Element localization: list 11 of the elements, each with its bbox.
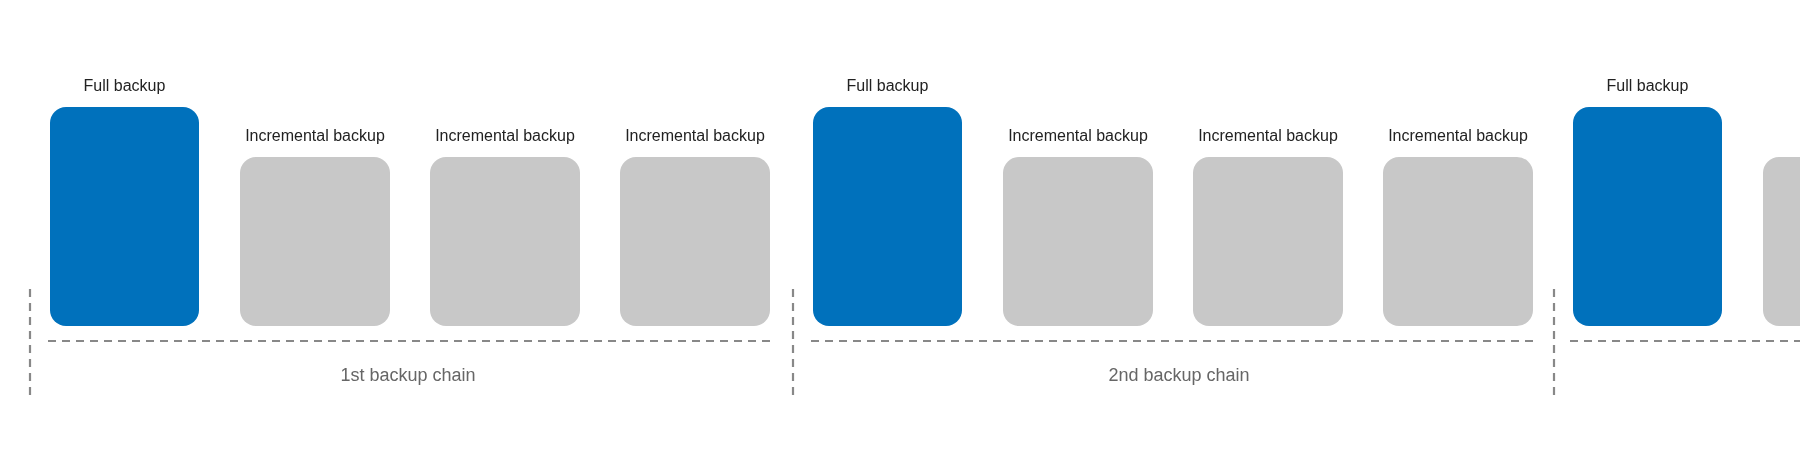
backup-label: Incremental backup bbox=[435, 127, 575, 145]
backup-label: Incremental backup bbox=[1008, 127, 1148, 145]
backup-label: Full backup bbox=[846, 77, 929, 95]
backup-label: Full backup bbox=[83, 77, 166, 95]
chain-label: 2nd backup chain bbox=[1108, 365, 1250, 386]
chain-label: 1st backup chain bbox=[340, 365, 476, 386]
backup-label: Incremental backup bbox=[1198, 127, 1338, 145]
backup-label: Incremental backup bbox=[1388, 127, 1528, 145]
backup-label: Incremental backup bbox=[625, 127, 765, 145]
backup-label: Full backup bbox=[1606, 77, 1689, 95]
backup-label: Incremental backup bbox=[245, 127, 385, 145]
